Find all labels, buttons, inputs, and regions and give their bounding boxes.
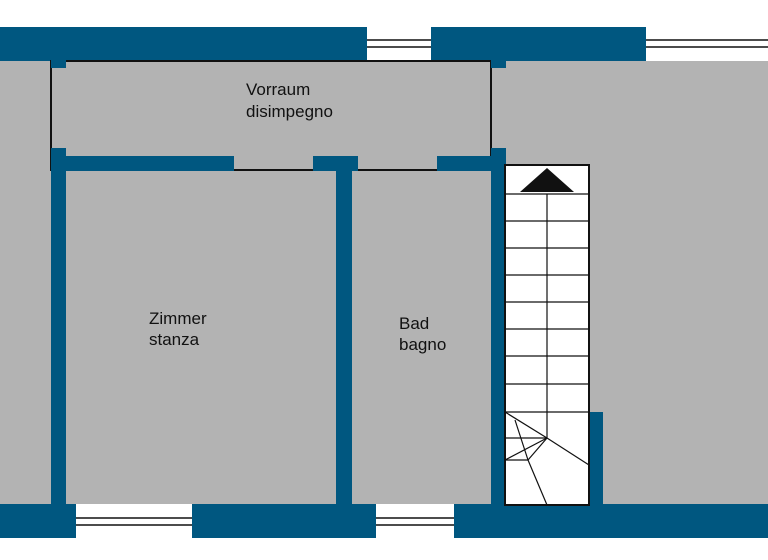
vorraum-outline (50, 60, 492, 171)
triangle-up-icon (520, 168, 574, 192)
stair-side-wall (589, 412, 603, 508)
floor-area (0, 58, 768, 506)
zimmer-label: Zimmer (149, 309, 207, 328)
wall-stub-left (51, 58, 66, 68)
window-bottom-left (76, 504, 192, 538)
window-top-center (367, 27, 431, 61)
staircase (504, 164, 590, 506)
middle-wall (336, 156, 352, 508)
left-wall (51, 148, 66, 508)
zimmer-sublabel: stanza (149, 330, 200, 349)
right-wall (491, 148, 506, 508)
wall-segment-1 (51, 156, 234, 171)
vorraum-label: Vorraum (246, 80, 310, 99)
bad-label: Bad (399, 314, 429, 333)
window-bottom-center (376, 504, 454, 538)
wall-stub-right (491, 58, 506, 68)
wall-segment-3 (437, 156, 506, 171)
bad-sublabel: bagno (399, 335, 446, 354)
vorraum-sublabel: disimpegno (246, 102, 333, 121)
window-top-right (646, 27, 768, 61)
